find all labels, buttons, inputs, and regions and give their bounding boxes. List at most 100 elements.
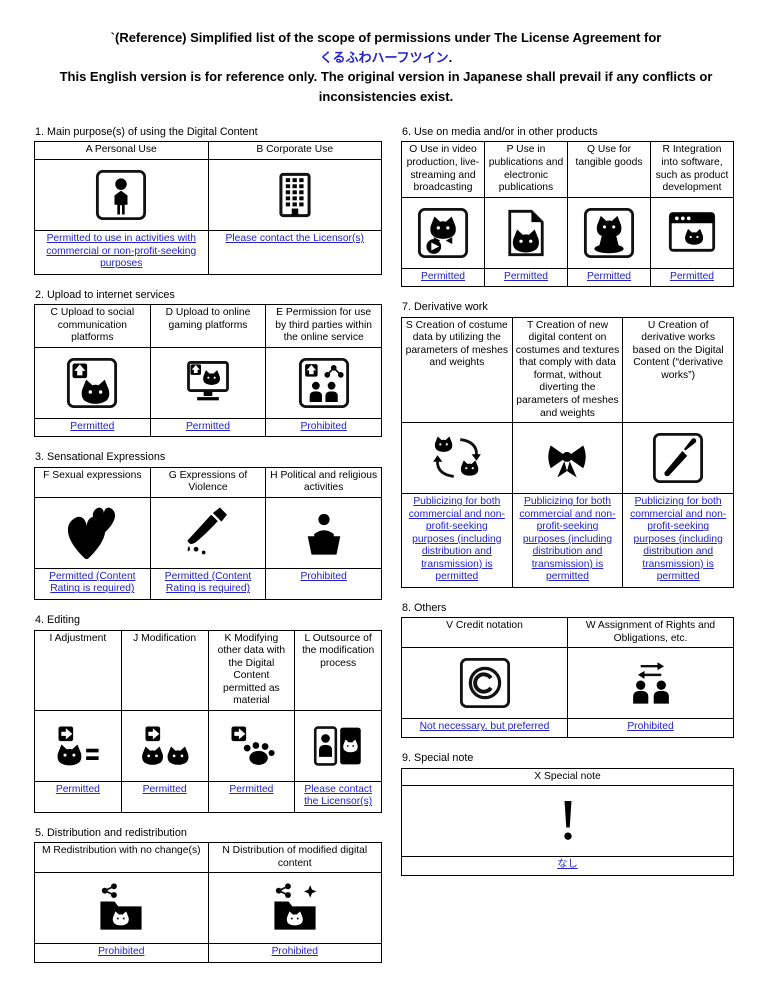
status-link[interactable]: Publicizing for both commercial and non-… (519, 496, 616, 583)
status-cell: Permitted (567, 267, 651, 288)
status-link[interactable]: Permitted (Content Rating is required) (49, 570, 136, 595)
cell-header: V Credit notation (401, 617, 568, 649)
status-link[interactable]: Permitted (503, 270, 549, 282)
video-cat-icon (417, 207, 469, 259)
icon-cell (650, 196, 734, 269)
page-title: `(Reference) Simplified list of the scop… (48, 28, 724, 106)
status-cell: Prohibited (265, 417, 382, 438)
assignment-people-icon (625, 657, 677, 709)
icon-cell (207, 709, 296, 782)
product-name-link[interactable]: くるふわハーフツイン (319, 49, 449, 65)
status-cell: Permitted (Content Rating is required) (149, 567, 267, 601)
cell-header: S Creation of costume data by utilizing … (401, 316, 513, 424)
cell-header: D Upload to online gaming platforms (149, 304, 267, 348)
status-link[interactable]: Prohibited (300, 570, 347, 582)
status-link[interactable]: Permitted (420, 270, 466, 282)
cell-header: U Creation of derivative works based on … (622, 316, 734, 424)
content-columns: 1. Main purpose(s) of using the Digital … (34, 126, 738, 977)
icon-cell (265, 496, 382, 569)
status-cell: Permitted (Content Rating is required) (34, 567, 151, 601)
status-link[interactable]: Not necessary, but preferred (419, 721, 550, 733)
status-link[interactable]: Permitted (Content Rating is required) (164, 570, 252, 595)
status-cell: Permitted (207, 780, 296, 813)
status-cell: Permitted to use in activities with comm… (34, 230, 209, 275)
paintbrush-icon (652, 432, 704, 484)
status-link[interactable]: なし (557, 859, 578, 871)
cell-header: R Integration into software, such as pro… (650, 141, 734, 198)
status-link[interactable]: Permitted (70, 420, 115, 432)
upload-social-icon (66, 357, 118, 409)
status-cell: Permitted (401, 267, 485, 288)
icon-cell (34, 709, 122, 782)
status-cell: Permitted (34, 417, 151, 438)
cell-header: I Adjustment (34, 629, 122, 711)
status-cell: Publicizing for both commercial and non-… (622, 493, 734, 588)
status-cell: Permitted (120, 780, 209, 813)
status-link[interactable]: Prohibited (627, 721, 674, 733)
section-title: 4. Editing (35, 614, 81, 627)
cell-header: K Modifying other data with the Digital … (207, 629, 296, 711)
section-title: 1. Main purpose(s) of using the Digital … (35, 126, 258, 138)
modify-material-icon (225, 720, 277, 772)
status-cell: Permitted (34, 780, 122, 813)
permission-table: C Upload to social communication platfor… (34, 304, 382, 438)
icon-cell (207, 159, 382, 232)
icon-cell (34, 159, 209, 232)
status-link[interactable]: Prohibited (98, 946, 145, 958)
upload-game-icon (182, 357, 234, 409)
status-cell: Please contact the Licensor(s) (294, 780, 382, 813)
icon-cell (294, 709, 382, 782)
cell-header: A Personal Use (34, 141, 209, 161)
icon-cell (401, 422, 513, 495)
cell-header: C Upload to social communication platfor… (34, 304, 151, 348)
cell-header: T Creation of new digital content on cos… (511, 316, 624, 424)
cell-header: B Corporate Use (207, 141, 382, 161)
status-cell: Permitted (149, 417, 267, 438)
status-link[interactable]: Publicizing for both commercial and non-… (408, 496, 505, 583)
status-link[interactable]: Please contact the Licensor(s) (225, 233, 364, 245)
cell-header: H Political and religious activities (265, 466, 382, 498)
cell-header: F Sexual expressions (34, 466, 151, 498)
status-link[interactable]: Permitted (142, 783, 187, 795)
icon-cell (120, 709, 209, 782)
cell-header: G Expressions of Violence (149, 466, 267, 498)
share-folder-icon (95, 882, 147, 934)
status-link[interactable]: Publicizing for both commercial and non-… (630, 496, 727, 583)
status-link[interactable]: Permitted (586, 270, 632, 282)
cell-header: X Special note (401, 767, 734, 787)
exclamation-icon (542, 795, 594, 847)
status-link[interactable]: Prohibited (300, 420, 347, 432)
knife-icon (182, 507, 234, 559)
status-cell: Publicizing for both commercial and non-… (511, 493, 624, 588)
cell-header: M Redistribution with no change(s) (34, 842, 209, 874)
icon-cell (567, 196, 651, 269)
status-link[interactable]: Permitted (185, 420, 231, 432)
software-cat-icon (666, 207, 718, 259)
status-link[interactable]: Permitted to use in activities with comm… (46, 233, 197, 270)
cell-header: Q Use for tangible goods (567, 141, 651, 198)
status-link[interactable]: Permitted (669, 270, 715, 282)
icon-cell (149, 346, 267, 419)
icon-cell (34, 346, 151, 419)
icon-cell (265, 346, 382, 419)
icon-cell (401, 785, 734, 858)
status-link[interactable]: Permitted (55, 783, 100, 795)
cell-header: L Outsource of the modification process (294, 629, 382, 711)
icon-cell (484, 196, 568, 269)
status-link[interactable]: Prohibited (271, 946, 318, 958)
icon-cell (34, 872, 209, 945)
ribbon-icon (541, 432, 593, 484)
status-cell: Permitted (650, 267, 734, 288)
copyright-icon (459, 657, 511, 709)
icon-cell (34, 496, 151, 569)
permission-table: M Redistribution with no change(s)N Dist… (34, 842, 382, 963)
status-link[interactable]: Please contact the Licensor(s) (304, 783, 373, 808)
status-link[interactable]: Permitted (229, 783, 274, 795)
cell-header: J Modification (120, 629, 209, 711)
status-cell: Prohibited (567, 718, 734, 739)
